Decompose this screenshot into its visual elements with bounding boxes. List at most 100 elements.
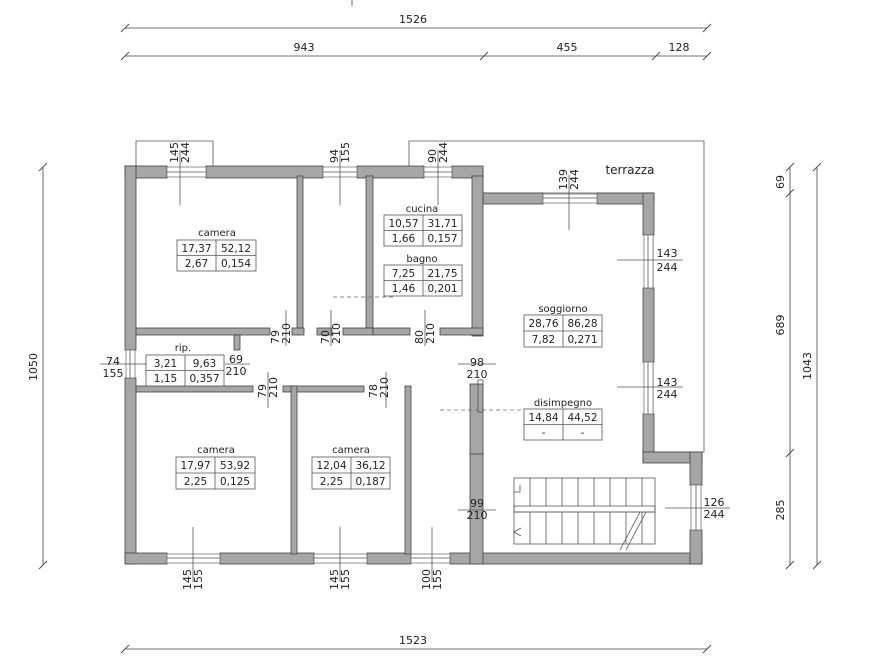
opening-height: 244 xyxy=(437,142,450,163)
room-value: 17,97 xyxy=(180,460,210,472)
staircase xyxy=(513,477,656,551)
opening-width: 143 xyxy=(657,247,678,260)
room-value: 0,157 xyxy=(427,233,457,245)
dim-left-total: 1050 xyxy=(27,353,40,381)
opening-height: 155 xyxy=(431,569,444,590)
room-value: 7,25 xyxy=(392,268,415,280)
room-value: 86,28 xyxy=(567,318,597,330)
opening-height: 210 xyxy=(280,323,293,344)
room-value: 1,66 xyxy=(392,233,416,245)
room-value: 31,71 xyxy=(427,218,457,230)
room-label-camera-bl: camera xyxy=(197,445,235,456)
table-camera-top xyxy=(176,239,257,272)
opening-width: 145 xyxy=(328,569,341,590)
opening-width: 145 xyxy=(168,142,181,163)
room-label-soggiorno: soggiorno xyxy=(538,304,587,315)
opening-width: 94 xyxy=(328,149,341,163)
room-label-bagno: bagno xyxy=(406,254,437,265)
opening-width: 90 xyxy=(426,149,439,163)
table-cucina xyxy=(383,214,463,247)
room-value: 7,82 xyxy=(532,334,555,346)
room-value: 21,75 xyxy=(427,268,457,280)
walls xyxy=(124,165,703,565)
room-label-rip: rip. xyxy=(175,343,191,354)
dim-right-seg3: 285 xyxy=(774,500,787,521)
room-value: 10,57 xyxy=(388,218,418,230)
opening-width: 79 xyxy=(256,384,269,398)
room-value: 0,271 xyxy=(567,334,597,346)
room-value: 2,67 xyxy=(185,258,208,270)
opening-width: 100 xyxy=(420,569,433,590)
room-value: 0,125 xyxy=(220,476,250,488)
room-label-terrazza: terrazza xyxy=(605,163,654,177)
room-value: 3,21 xyxy=(154,358,177,370)
opening-height: 155 xyxy=(192,569,205,590)
opening-height: 210 xyxy=(467,368,488,381)
room-labels: terrazza camera 17,37 52,12 2,67 0,154 c… xyxy=(154,163,655,488)
opening-height: 210 xyxy=(424,323,437,344)
opening-width: 80 xyxy=(413,330,426,344)
opening-width: 145 xyxy=(181,569,194,590)
opening-height: 210 xyxy=(267,377,280,398)
table-disimpegno xyxy=(523,408,603,441)
room-tables xyxy=(145,214,603,490)
table-soggiorno xyxy=(523,314,603,348)
opening-height: 155 xyxy=(339,569,352,590)
opening-dimensions: 145 244 94 155 90 244 139 244 145 155 14… xyxy=(103,142,725,590)
opening-height: 244 xyxy=(657,261,678,274)
dim-top-seg1: 943 xyxy=(294,41,315,54)
table-camera-bl xyxy=(175,456,256,490)
opening-height: 244 xyxy=(568,169,581,190)
dim-top-seg2: 455 xyxy=(557,41,578,54)
room-value: 2,25 xyxy=(184,476,207,488)
room-value: 44,52 xyxy=(567,412,597,424)
room-value: 14,84 xyxy=(528,412,558,424)
room-value: 0,187 xyxy=(355,476,385,488)
room-value: 1,46 xyxy=(392,283,416,295)
opening-height: 210 xyxy=(378,377,391,398)
room-value: 9,63 xyxy=(193,358,216,370)
room-value: - xyxy=(581,427,585,439)
room-value: 53,92 xyxy=(220,460,250,472)
room-value: 0,154 xyxy=(221,258,251,270)
room-value: 17,37 xyxy=(181,243,211,255)
opening-height: 155 xyxy=(339,142,352,163)
room-value: 28,76 xyxy=(528,318,558,330)
opening-height: 244 xyxy=(179,142,192,163)
opening-width: 99 xyxy=(470,497,484,510)
opening-height: 210 xyxy=(467,509,488,522)
dim-bottom-total: 1523 xyxy=(399,634,427,647)
dim-right-seg2: 689 xyxy=(774,315,787,336)
room-value: 0,201 xyxy=(427,283,457,295)
room-value: 36,12 xyxy=(355,460,385,472)
dimension-lines: 1526 943 455 128 1523 1050 1043 69 689 2… xyxy=(27,0,822,654)
room-label-camera-bm: camera xyxy=(332,445,370,456)
opening-height: 244 xyxy=(657,388,678,401)
opening-width: 69 xyxy=(229,353,243,366)
dim-top-seg3: 128 xyxy=(669,41,690,54)
opening-width: 143 xyxy=(657,376,678,389)
opening-height: 155 xyxy=(103,367,124,380)
opening-width: 74 xyxy=(106,355,120,368)
opening-width: 139 xyxy=(557,169,570,190)
dim-right-seg1: 69 xyxy=(774,175,787,189)
room-label-disimpegno: disimpegno xyxy=(534,398,592,409)
opening-height: 244 xyxy=(704,508,725,521)
table-camera-bm xyxy=(311,456,391,490)
opening-width: 126 xyxy=(704,496,725,509)
room-value: 52,12 xyxy=(221,243,251,255)
room-value: 0,357 xyxy=(189,373,219,385)
opening-reference-lines xyxy=(100,150,730,582)
room-value: 12,04 xyxy=(316,460,346,472)
dim-right-total: 1043 xyxy=(801,352,814,380)
table-bagno xyxy=(383,264,463,297)
opening-width: 98 xyxy=(470,356,484,369)
dim-top-total: 1526 xyxy=(399,13,427,26)
room-label-camera-top: camera xyxy=(198,228,236,239)
opening-width: 78 xyxy=(367,384,380,398)
balcony-outline xyxy=(135,140,214,168)
room-value: 1,15 xyxy=(154,373,177,385)
room-label-cucina: cucina xyxy=(406,204,439,215)
table-rip xyxy=(145,354,225,387)
